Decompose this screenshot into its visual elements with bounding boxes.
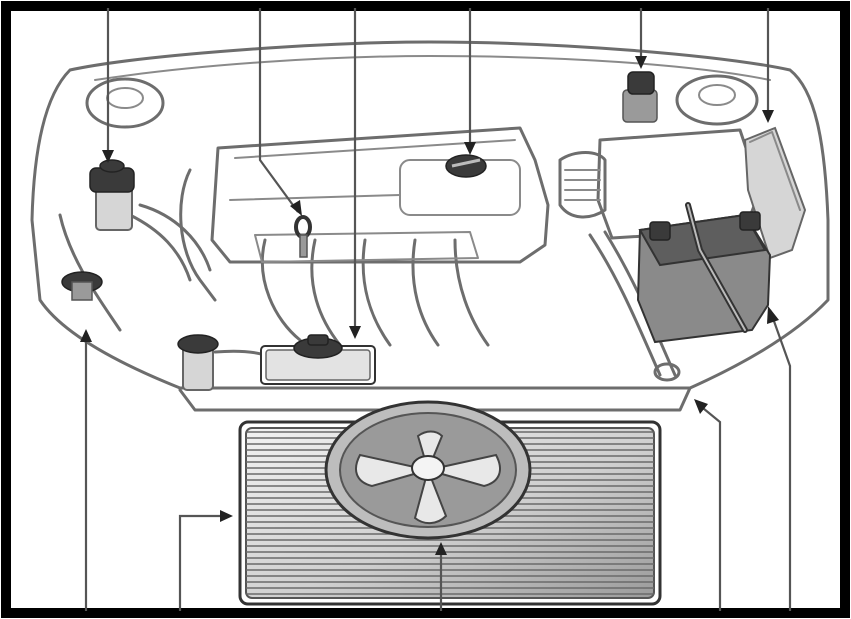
dipstick-icon — [296, 217, 310, 257]
fan-icon — [326, 402, 530, 538]
filler-cap-icon — [446, 155, 486, 177]
intake-manifold — [255, 232, 488, 345]
leader-coolant-reservoir — [698, 404, 720, 611]
power-steering-reservoir-icon — [623, 72, 657, 122]
left-strut-tower — [87, 79, 163, 127]
leader-radiator — [180, 516, 228, 611]
leader-battery — [770, 310, 790, 611]
coolant-tank-icon — [178, 335, 265, 390]
right-strut-tower — [677, 76, 757, 124]
battery-icon — [638, 205, 770, 342]
hood-inner-line — [95, 56, 770, 80]
brake-fluid-reservoir-icon — [90, 160, 134, 230]
leader-dipstick — [260, 8, 298, 212]
left-hoses — [60, 205, 210, 330]
radiator-cap-icon — [261, 335, 375, 384]
